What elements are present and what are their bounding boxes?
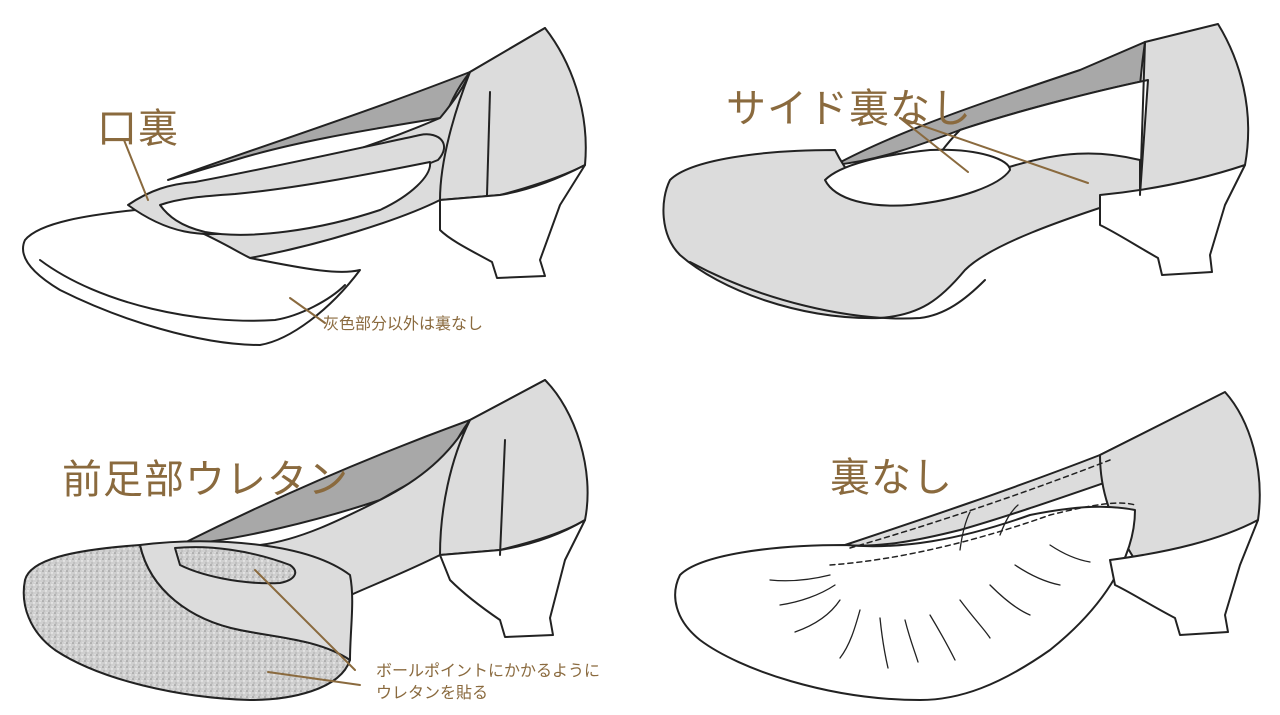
shoe-side-unlined [662, 23, 1250, 320]
heel-counter [435, 379, 589, 556]
urethane-pad-heel [174, 546, 297, 585]
leader-lines [123, 117, 1089, 686]
label-ball-point-line2: ウレタンを貼る [376, 683, 489, 702]
heel-counter [435, 27, 587, 201]
label-no-lining: 裏なし [830, 455, 953, 501]
leader-gray-note [289, 297, 326, 324]
stitch-line-top [849, 459, 1111, 549]
shoe-opening [824, 148, 1011, 207]
side-panel [259, 419, 471, 601]
seam-line [499, 439, 506, 556]
leader-guchiura [123, 139, 149, 201]
heel [1109, 519, 1259, 636]
label-ball-point-line1: ボールポイントにかかるように [376, 661, 601, 680]
heel [439, 519, 586, 638]
label-gray-note: 灰色部分以外は裏なし [323, 314, 484, 333]
shoe-forefoot-urethane [22, 379, 589, 701]
heel [439, 164, 586, 279]
label-forefoot-urethane: 前足部ウレタン [62, 457, 349, 503]
leader-ball-1 [254, 569, 356, 671]
seam-line [486, 91, 491, 196]
label-side-no-lining: サイド裏なし [726, 86, 972, 132]
heel [1099, 164, 1246, 276]
leader-side-1 [899, 117, 969, 173]
label-mouth-lining: 口裏 [97, 106, 179, 152]
leader-side-2 [899, 117, 1089, 184]
stitch-line [829, 502, 1136, 566]
gather-pleats [769, 504, 1091, 669]
seam-line [1139, 41, 1146, 196]
sole-line [39, 259, 346, 322]
shoe-mouth-lining [22, 27, 587, 346]
leader-ball-2 [267, 671, 361, 686]
label-ball-point-note: ボールポイントにかかるように ウレタンを貼る [376, 660, 600, 704]
shoe-opening [159, 161, 432, 236]
shoe-unlined-gathered [674, 391, 1261, 701]
sole-line [689, 261, 986, 320]
